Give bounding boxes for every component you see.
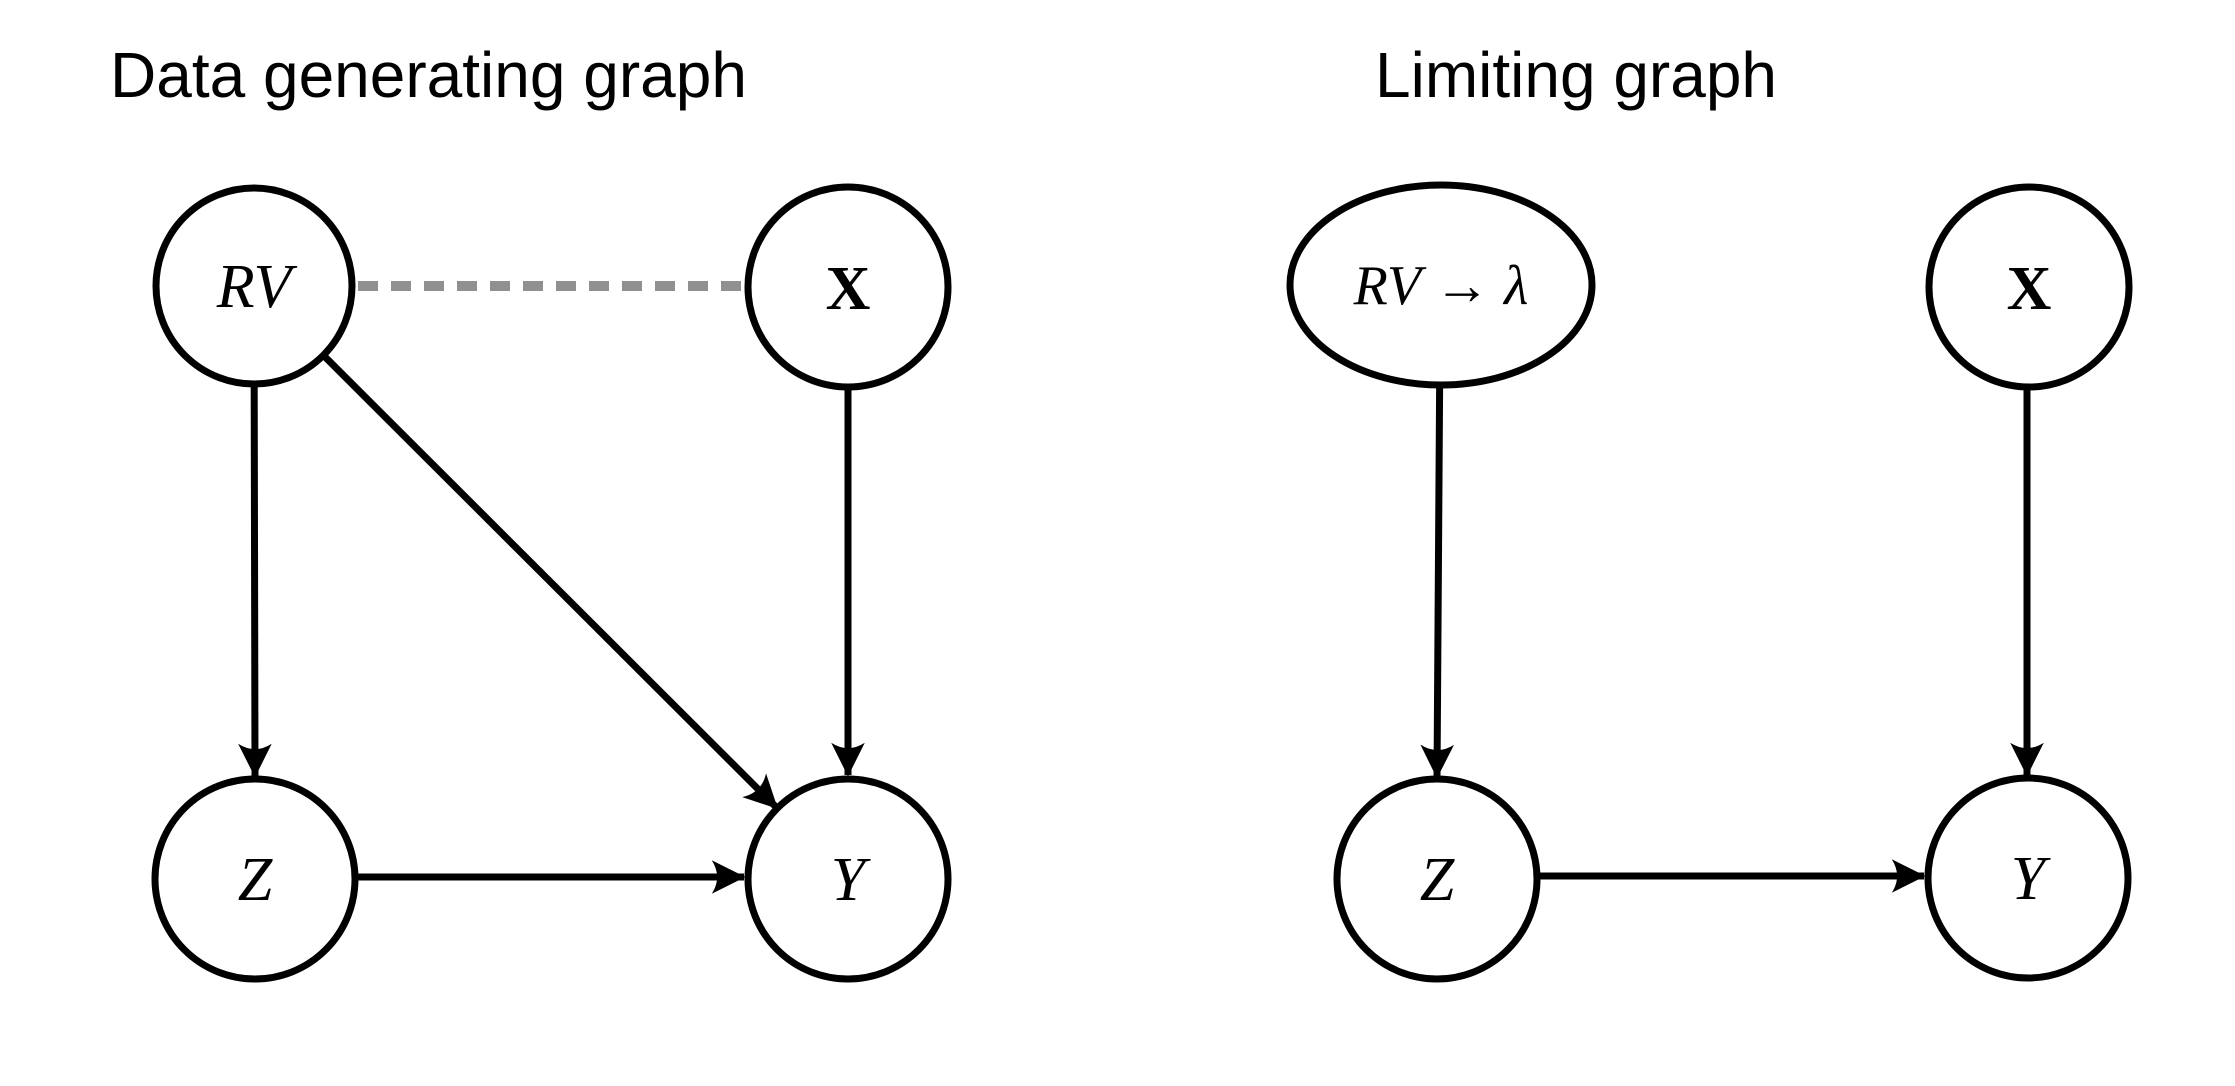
node-x-right: X: [1925, 183, 2133, 391]
node-y-label: Y: [831, 846, 871, 914]
panel-limiting-graph: Limiting graph RV → λ X Z Y: [1286, 39, 2133, 983]
node-y-right-label: Y: [2011, 845, 2051, 913]
node-z: Z: [151, 775, 359, 983]
node-rv-lambda: RV → λ: [1286, 181, 1596, 389]
node-rv-label: RV: [216, 253, 298, 321]
node-x-right-label: X: [2007, 255, 2052, 323]
node-rv: RV: [152, 184, 356, 388]
edge-rv-to-y-arrow: [259, 291, 780, 811]
panel-data-generating-graph: Data generating graph RV X Z Y: [110, 39, 952, 983]
node-rv-lambda-label: RV → λ: [1353, 255, 1529, 317]
panel-title-right: Limiting graph: [1375, 39, 1777, 111]
node-y-right: Y: [1924, 774, 2132, 982]
node-z-right: Z: [1333, 775, 1541, 983]
panel-title-left: Data generating graph: [110, 39, 747, 111]
node-y: Y: [744, 775, 952, 983]
edge-rvlambda-to-z-arrow: [1420, 329, 1455, 779]
node-z-label: Z: [238, 846, 273, 914]
node-x-label: X: [826, 255, 871, 323]
node-z-right-label: Z: [1420, 846, 1455, 914]
node-x: X: [744, 183, 952, 391]
